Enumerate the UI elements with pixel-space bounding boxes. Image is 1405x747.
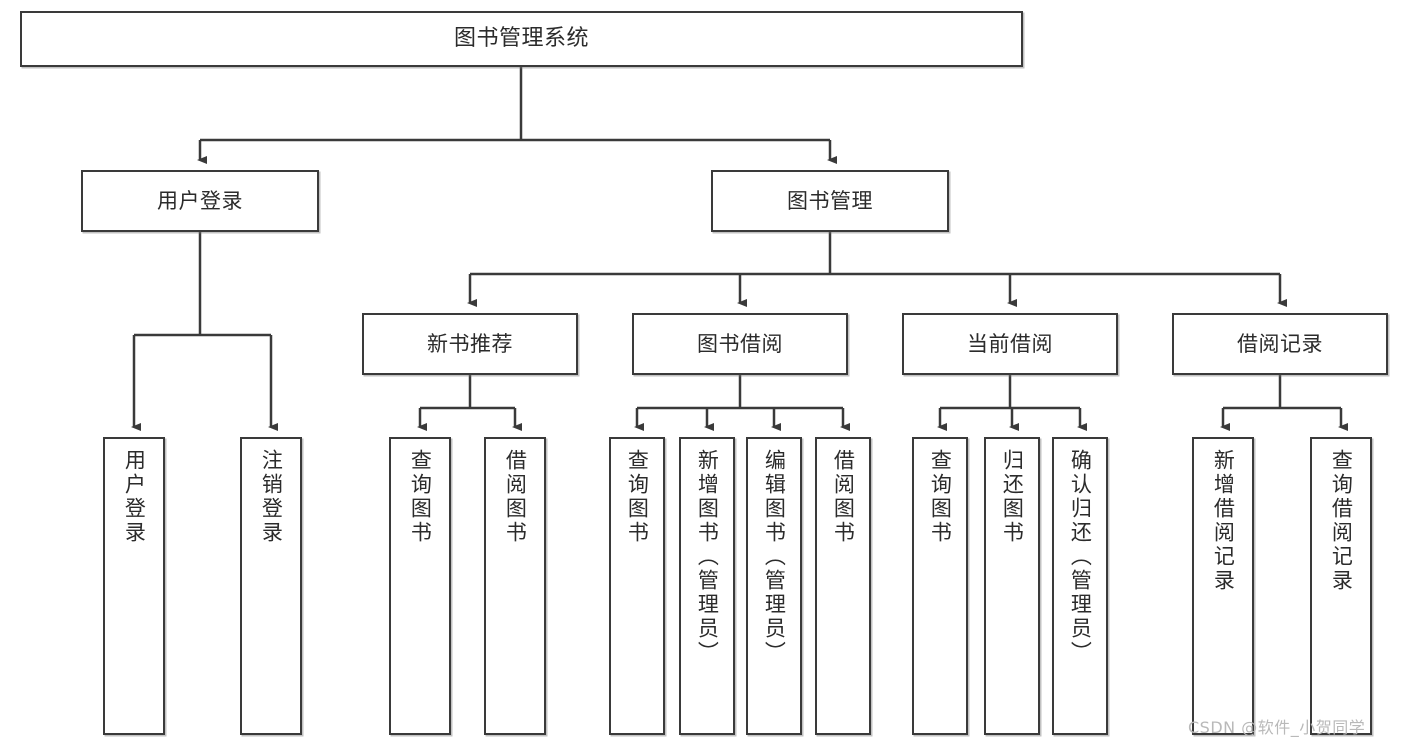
node-label: 查询借阅记录 bbox=[1329, 449, 1354, 593]
node-label: 确认归还（管理员） bbox=[1068, 449, 1093, 665]
node-book-borrow[interactable]: 图书借阅 bbox=[632, 313, 848, 375]
node-label: 借阅记录 bbox=[1237, 331, 1323, 356]
leaf-query-books-borrow[interactable]: 查询图书 bbox=[609, 437, 665, 735]
leaf-user-login[interactable]: 用户登录 bbox=[103, 437, 165, 735]
node-label: 借阅图书 bbox=[831, 449, 856, 545]
node-label: 新增借阅记录 bbox=[1211, 449, 1236, 593]
node-label: 图书借阅 bbox=[697, 331, 783, 356]
node-label: 用户登录 bbox=[157, 188, 243, 213]
node-label: 查询图书 bbox=[928, 449, 953, 545]
leaf-add-book-admin[interactable]: 新增图书（管理员） bbox=[679, 437, 735, 735]
node-label: 借阅图书 bbox=[503, 449, 528, 545]
leaf-user-logout[interactable]: 注销登录 bbox=[240, 437, 302, 735]
node-label: 查询图书 bbox=[408, 449, 433, 545]
node-user-login[interactable]: 用户登录 bbox=[81, 170, 319, 232]
node-label: 用户登录 bbox=[122, 449, 147, 545]
node-label: 新增图书（管理员） bbox=[695, 449, 720, 665]
leaf-borrow-books[interactable]: 借阅图书 bbox=[815, 437, 871, 735]
node-label: 编辑图书（管理员） bbox=[762, 449, 787, 665]
leaf-edit-book-admin[interactable]: 编辑图书（管理员） bbox=[746, 437, 802, 735]
leaf-query-books-current[interactable]: 查询图书 bbox=[912, 437, 968, 735]
leaf-query-borrow-record[interactable]: 查询借阅记录 bbox=[1310, 437, 1372, 735]
node-root-system[interactable]: 图书管理系统 bbox=[20, 11, 1023, 67]
node-label: 当前借阅 bbox=[967, 331, 1053, 356]
node-label: 图书管理系统 bbox=[453, 26, 589, 52]
node-new-book-recommendation[interactable]: 新书推荐 bbox=[362, 313, 578, 375]
node-label: 图书管理 bbox=[787, 188, 873, 213]
node-label: 注销登录 bbox=[259, 449, 284, 545]
leaf-add-borrow-record[interactable]: 新增借阅记录 bbox=[1192, 437, 1254, 735]
leaf-query-books-recommendation[interactable]: 查询图书 bbox=[389, 437, 451, 735]
csdn-watermark: CSDN @软件_小贺同学 bbox=[1188, 718, 1366, 737]
node-current-borrow[interactable]: 当前借阅 bbox=[902, 313, 1118, 375]
leaf-borrow-books-recommendation[interactable]: 借阅图书 bbox=[484, 437, 546, 735]
node-label: 新书推荐 bbox=[427, 331, 513, 356]
leaf-return-books[interactable]: 归还图书 bbox=[984, 437, 1040, 735]
node-borrow-records[interactable]: 借阅记录 bbox=[1172, 313, 1388, 375]
node-label: 查询图书 bbox=[625, 449, 650, 545]
node-label: 归还图书 bbox=[1000, 449, 1025, 545]
node-book-management[interactable]: 图书管理 bbox=[711, 170, 949, 232]
leaf-confirm-return-admin[interactable]: 确认归还（管理员） bbox=[1052, 437, 1108, 735]
